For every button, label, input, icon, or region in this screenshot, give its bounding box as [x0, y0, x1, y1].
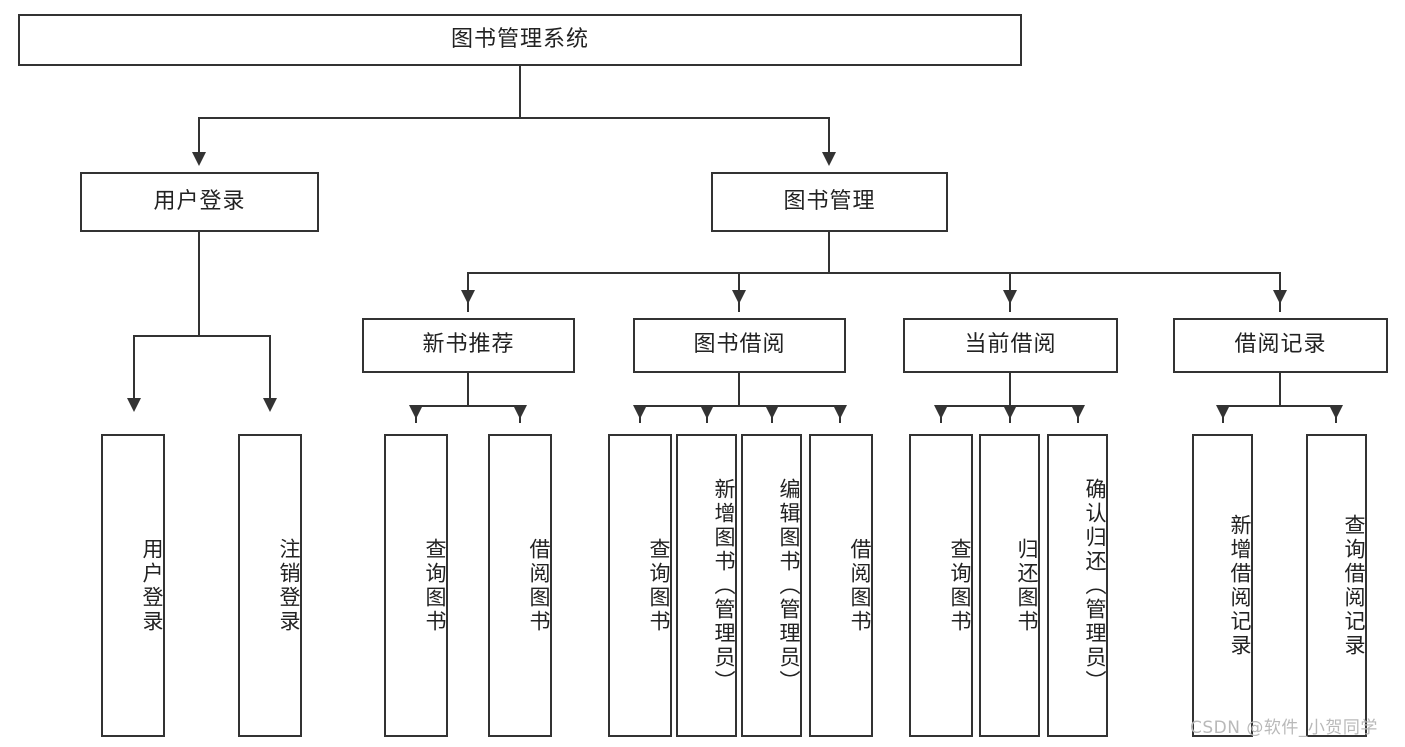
node-label: 用户登录 [140, 537, 164, 634]
arrowhead-nbr-1 [409, 405, 423, 419]
node-root-system[interactable]: 图书管理系统 [18, 14, 1022, 66]
leaf-nbr-query-book[interactable]: 查询图书 [384, 434, 448, 737]
node-label: 借阅记录 [1234, 332, 1327, 358]
connector-root-drop-left [198, 117, 200, 154]
node-label: 查询图书 [423, 537, 447, 634]
leaf-br-query-record[interactable]: 查询借阅记录 [1306, 434, 1367, 737]
leaf-user-login-logout[interactable]: 注销登录 [238, 434, 302, 737]
arrowhead-to-current-borrow [1003, 290, 1017, 304]
node-book-borrow[interactable]: 图书借阅 [633, 318, 846, 373]
node-label: 查询图书 [948, 537, 972, 634]
node-book-manage[interactable]: 图书管理 [711, 172, 948, 232]
arrowhead-cb-3 [1071, 405, 1085, 419]
node-label: 图书管理 [783, 188, 876, 214]
arrowhead-to-new-book-recommend [461, 290, 475, 304]
leaf-nbr-borrow-book[interactable]: 借阅图书 [488, 434, 552, 737]
node-label: 借阅图书 [527, 537, 551, 634]
node-label: 确认归还（管理员） [1083, 477, 1107, 694]
leaf-cb-confirm-return-admin[interactable]: 确认归还（管理员） [1047, 434, 1108, 737]
node-label: 注销登录 [277, 537, 301, 634]
leaf-cb-query-book[interactable]: 查询图书 [909, 434, 973, 737]
connector-root-bus [198, 117, 830, 119]
connector-book-manage-stem [828, 232, 830, 272]
node-label: 新增图书（管理员） [712, 477, 736, 694]
arrowhead-cb-1 [934, 405, 948, 419]
leaf-br-add-record[interactable]: 新增借阅记录 [1192, 434, 1253, 737]
connector-nbr-bus [415, 405, 521, 407]
arrowhead-to-book-manage [822, 152, 836, 166]
arrowhead-br-2 [1329, 405, 1343, 419]
node-label: 借阅图书 [848, 537, 872, 634]
node-label: 图书借阅 [693, 332, 786, 358]
connector-user-login-drop-1 [133, 335, 135, 400]
leaf-bb-edit-book-admin[interactable]: 编辑图书（管理员） [741, 434, 802, 737]
node-label: 新书推荐 [422, 332, 515, 358]
arrowhead-bb-2 [700, 405, 714, 419]
leaf-bb-query-book[interactable]: 查询图书 [608, 434, 672, 737]
connector-user-login-drop-2 [269, 335, 271, 400]
arrowhead-to-borrow-record [1273, 290, 1287, 304]
node-label: 新增借阅记录 [1228, 513, 1252, 658]
connector-bb-bus [639, 405, 841, 407]
node-label: 编辑图书（管理员） [777, 477, 801, 694]
leaf-user-login-login[interactable]: 用户登录 [101, 434, 165, 737]
arrowhead-to-book-borrow [732, 290, 746, 304]
arrowhead-br-1 [1216, 405, 1230, 419]
connector-user-login-bus [133, 335, 270, 337]
arrowhead-to-user-login [192, 152, 206, 166]
arrowhead-cb-2 [1003, 405, 1017, 419]
node-label: 当前借阅 [964, 332, 1057, 358]
arrowhead-nbr-2 [513, 405, 527, 419]
connector-br-bus [1222, 405, 1337, 407]
node-label: 图书管理系统 [450, 26, 589, 52]
csdn-watermark: CSDN @软件_小贺同学 [1190, 718, 1378, 738]
connector-book-manage-bus [467, 272, 1281, 274]
arrowhead-to-login [127, 398, 141, 412]
node-label: 用户登录 [153, 188, 246, 214]
node-label: 查询图书 [647, 537, 671, 634]
leaf-bb-add-book-admin[interactable]: 新增图书（管理员） [676, 434, 737, 737]
leaf-cb-return-book[interactable]: 归还图书 [979, 434, 1040, 737]
node-label: 归还图书 [1015, 537, 1039, 634]
arrowhead-to-logout [263, 398, 277, 412]
connector-root-drop-right [828, 117, 830, 154]
arrowhead-bb-1 [633, 405, 647, 419]
arrowhead-bb-4 [833, 405, 847, 419]
arrowhead-bb-3 [765, 405, 779, 419]
leaf-bb-borrow-book[interactable]: 借阅图书 [809, 434, 873, 737]
connector-nbr-stem [467, 373, 469, 405]
connector-user-login-stem [198, 232, 200, 335]
node-borrow-record[interactable]: 借阅记录 [1173, 318, 1388, 373]
connector-root-stem [519, 66, 521, 117]
connector-bb-stem [738, 373, 740, 405]
node-current-borrow[interactable]: 当前借阅 [903, 318, 1118, 373]
connector-br-stem [1279, 373, 1281, 405]
connector-cb-stem [1009, 373, 1011, 405]
node-user-login[interactable]: 用户登录 [80, 172, 319, 232]
node-label: 查询借阅记录 [1342, 513, 1366, 658]
node-new-book-recommend[interactable]: 新书推荐 [362, 318, 575, 373]
